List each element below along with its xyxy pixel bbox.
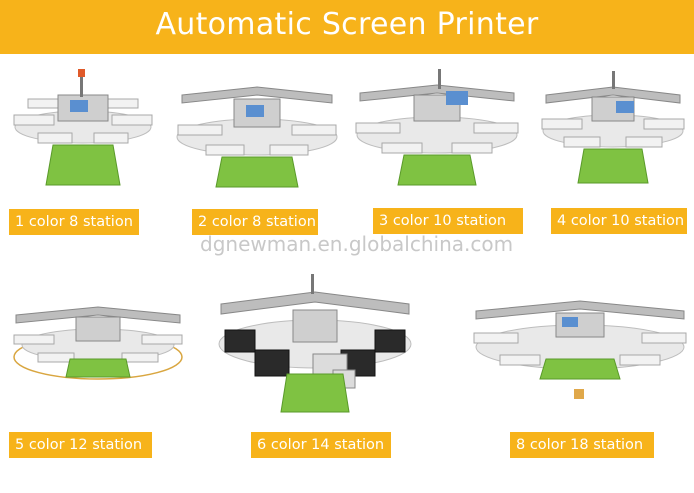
machine-image-2-color [172, 65, 342, 195]
machine-image-6-color [215, 270, 415, 420]
machine-label-1-color: 1 color 8 station [9, 209, 139, 235]
machine-image-1-color [8, 65, 158, 195]
machine-label-6-color: 6 color 14 station [251, 432, 391, 458]
machine-label-3-color: 3 color 10 station [373, 208, 523, 234]
watermark: dgnewman.en.globalchina.com [200, 232, 514, 256]
machine-image-5-color [8, 295, 188, 395]
machine-image-4-color [538, 65, 688, 195]
title-banner: Automatic Screen Printer [0, 0, 694, 54]
machine-label-4-color: 4 color 10 station [551, 208, 687, 234]
page-title: Automatic Screen Printer [155, 7, 539, 42]
machine-label-2-color: 2 color 8 station [192, 209, 318, 235]
machine-image-3-color [352, 65, 522, 195]
machine-label-8-color: 8 color 18 station [510, 432, 654, 458]
machine-image-8-color [470, 285, 690, 405]
machine-label-5-color: 5 color 12 station [9, 432, 152, 458]
